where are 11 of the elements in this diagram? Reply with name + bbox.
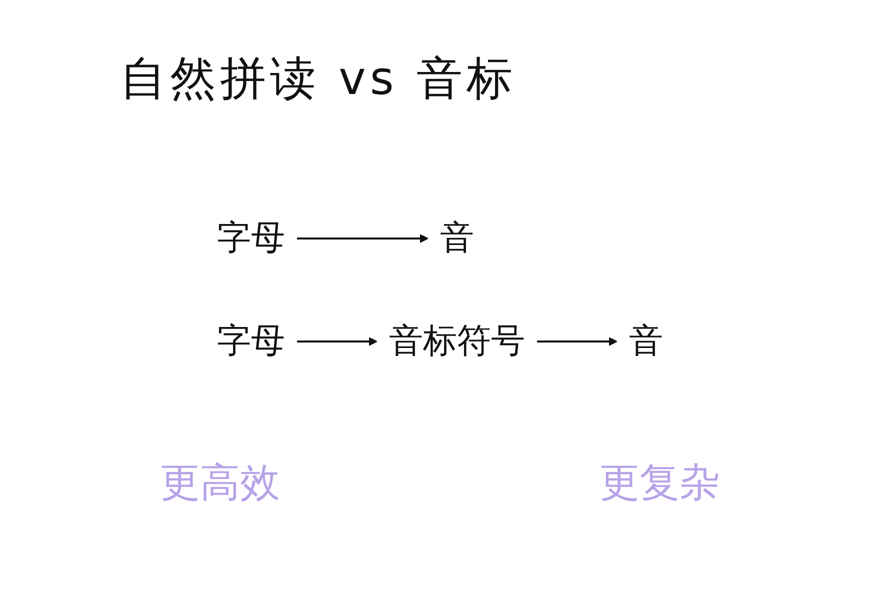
note-text: 更复杂 [599, 459, 720, 508]
node-text: 音 [440, 218, 474, 258]
title: 自然拼读 vs 音标 [120, 50, 516, 107]
node-text: 字母 [217, 321, 285, 361]
node-text: 音 [629, 321, 663, 361]
node-text: 字母 [217, 218, 285, 258]
node-text: 音标符号 [389, 321, 525, 361]
arrow [537, 337, 618, 346]
arrow [297, 337, 378, 346]
arrow [297, 234, 428, 243]
note-text: 更高效 [160, 459, 280, 508]
